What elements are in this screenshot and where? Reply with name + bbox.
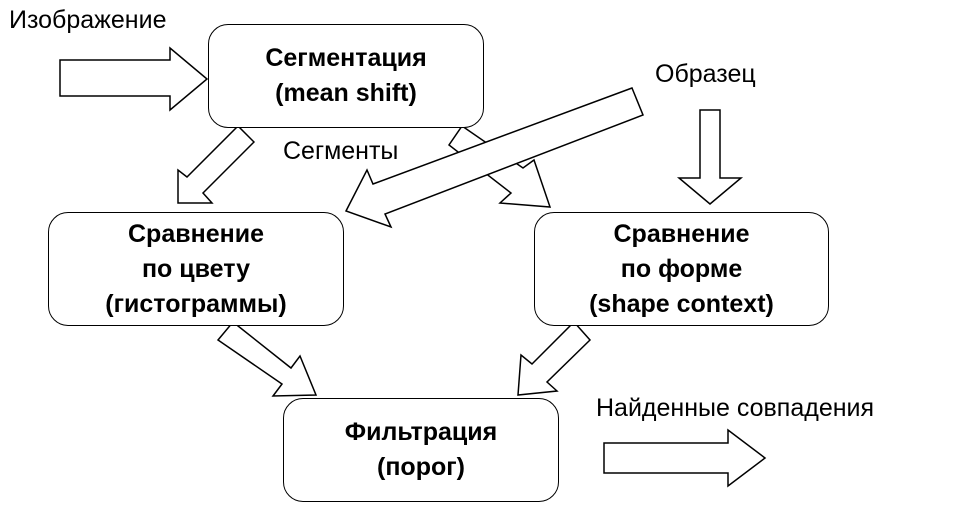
shape-comparison-title: Сравнение (613, 219, 750, 248)
arrow-color-to-filter (216, 320, 318, 397)
arrow-image-to-segmentation (59, 46, 209, 112)
filtering-box: Фильтрация (порог) (283, 398, 559, 502)
arrow-shape-to-filter (517, 320, 592, 396)
arrow-segmentation-to-color (177, 124, 256, 204)
image-label: Изображение (9, 6, 167, 34)
filtering-title: Фильтрация (344, 418, 498, 446)
shape-comparison-box: Сравнение по форме (shape context) (534, 212, 829, 326)
arrow-sample-to-shape (676, 109, 744, 205)
color-comparison-subtitle: по цвету (141, 254, 251, 283)
shape-comparison-subtitle: по форме (620, 254, 743, 283)
arrow-sample-to-color (344, 87, 644, 229)
sample-label: Образец (655, 60, 756, 88)
arrow-filter-to-output (603, 428, 767, 488)
color-comparison-box: Сравнение по цвету (гистограммы) (48, 212, 344, 326)
color-comparison-method: (гистограммы) (105, 289, 287, 318)
segmentation-title: Сегментация (265, 44, 427, 72)
filtering-method: (порог) (377, 453, 465, 481)
segmentation-method: (mean shift) (275, 79, 417, 107)
color-comparison-title: Сравнение (128, 219, 264, 248)
shape-comparison-method: (shape context) (589, 289, 774, 318)
segmentation-box: Сегментация (mean shift) (208, 24, 484, 128)
segments-label: Сегменты (283, 137, 399, 165)
found-matches-label: Найденные совпадения (596, 394, 875, 422)
